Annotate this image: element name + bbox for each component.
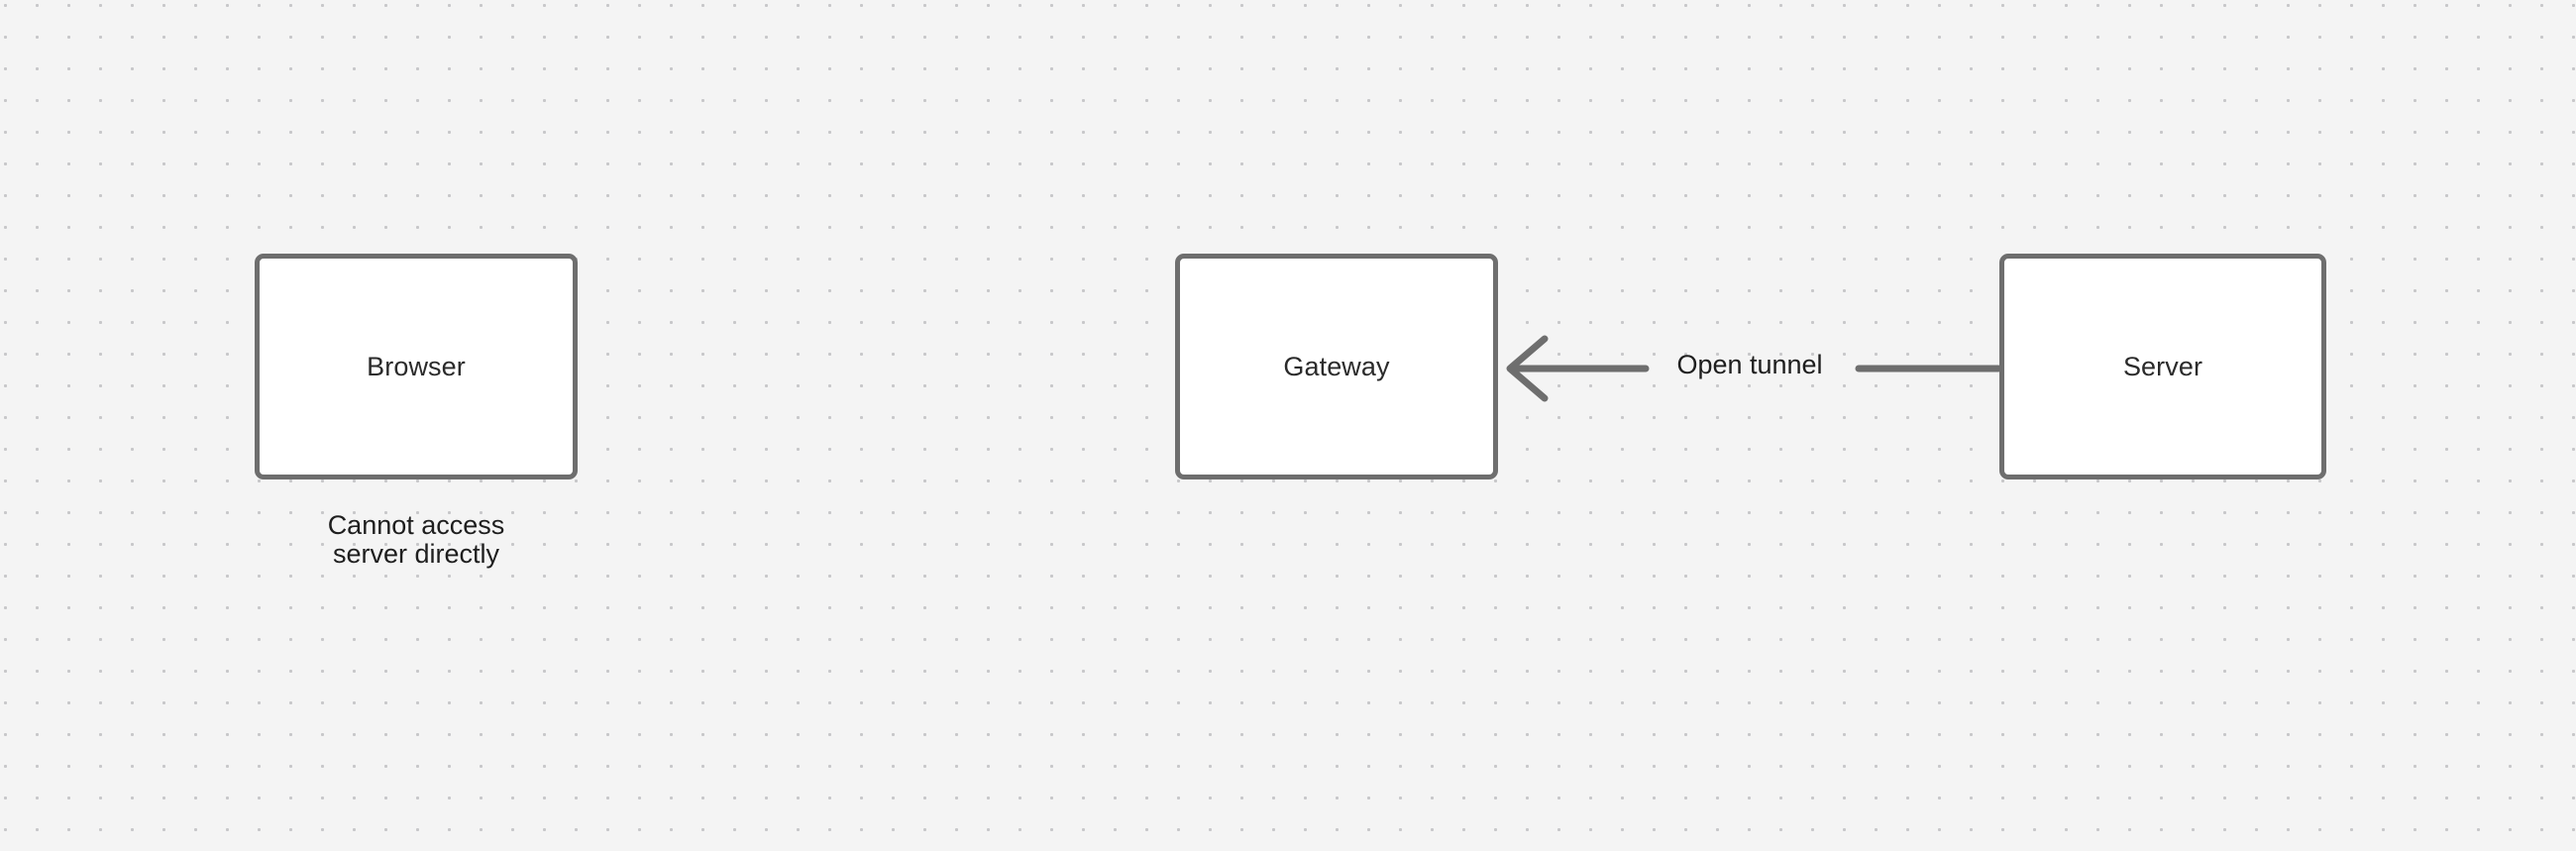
edge-open-tunnel-label: Open tunnel xyxy=(1676,350,1823,379)
node-browser-caption-line-1: Cannot access xyxy=(327,510,505,540)
node-browser-label: Browser xyxy=(367,351,466,381)
node-browser-caption: Cannot access server directly xyxy=(255,510,578,570)
node-server-label: Server xyxy=(2122,351,2203,381)
edge-open-tunnel[interactable]: Open tunnel xyxy=(1497,327,2002,412)
node-gateway-label: Gateway xyxy=(1283,351,1390,381)
node-gateway[interactable]: Gateway xyxy=(1175,254,1498,479)
edge-open-tunnel-line xyxy=(1506,335,2002,402)
arrow-left-icon xyxy=(1506,335,1549,402)
node-browser-caption-line-2: server directly xyxy=(332,539,500,570)
node-server[interactable]: Server xyxy=(1999,254,2326,479)
node-browser[interactable]: Browser xyxy=(255,254,578,479)
